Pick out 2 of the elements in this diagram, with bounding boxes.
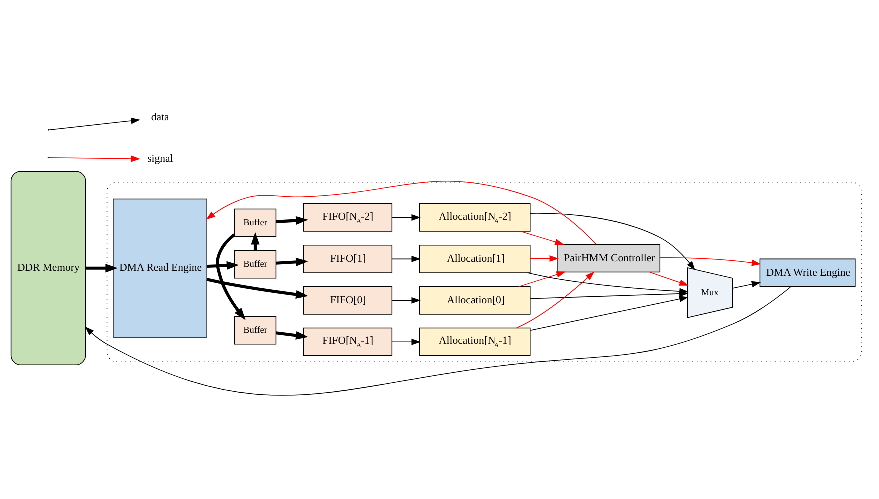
legend-label: data [151, 111, 170, 124]
legend-label: signal [148, 152, 174, 165]
